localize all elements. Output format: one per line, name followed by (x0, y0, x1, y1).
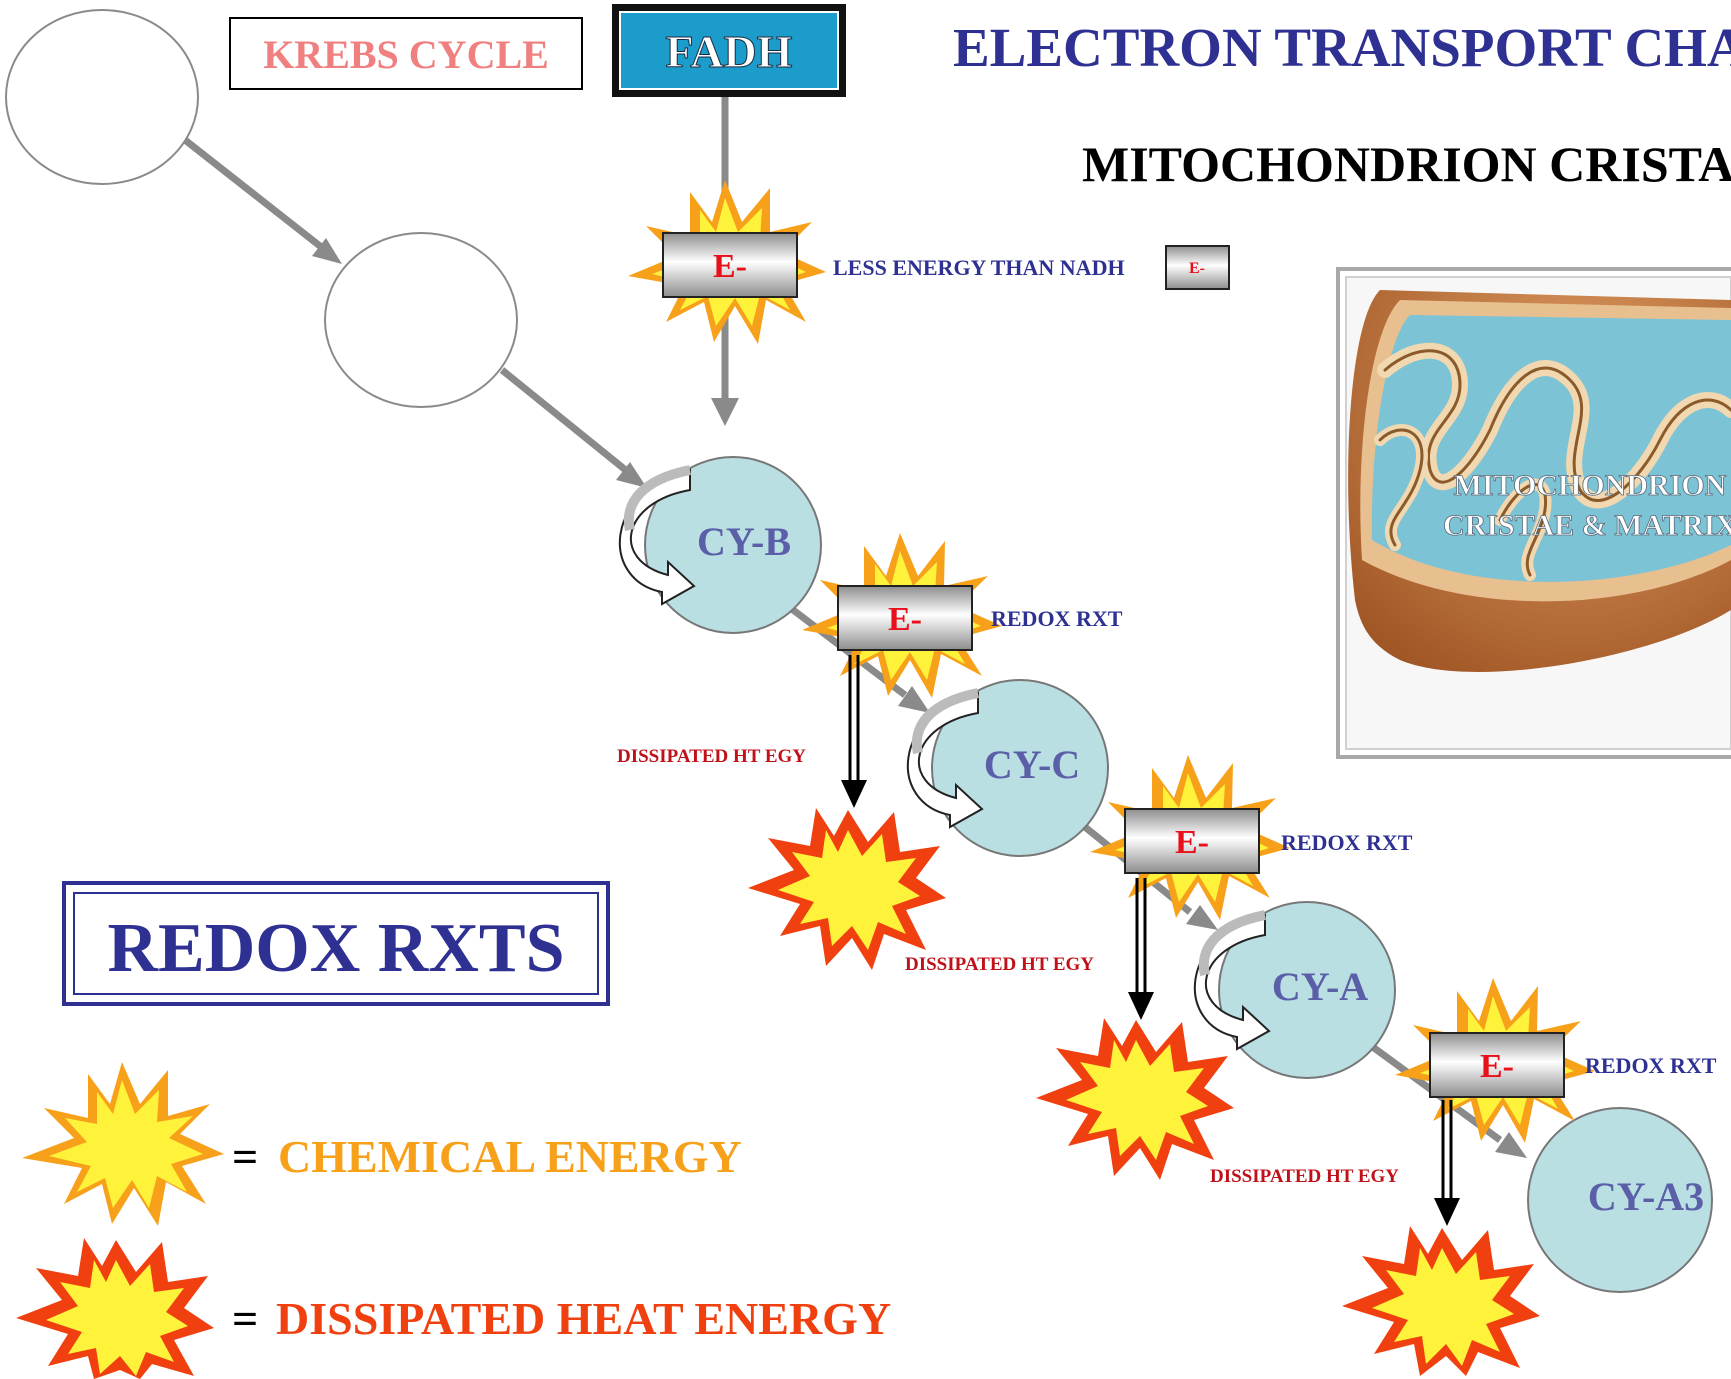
dissipated-heat-label: DISSIPATED HT EGY (617, 746, 806, 767)
krebs-cycle-label: KREBS CYCLE (263, 32, 549, 77)
cytochrome-b-label: CY-B (697, 519, 791, 564)
legend-heat-burst-icon (16, 1238, 214, 1379)
electron-box-small: E- (1166, 246, 1229, 289)
dissipated-heat-label: DISSIPATED HT EGY (905, 954, 1094, 975)
fadh-label: FADH (666, 26, 793, 77)
legend-chemical-label: CHEMICAL ENERGY (278, 1131, 742, 1182)
heat-energy-burst-icon (748, 808, 946, 970)
mitochondrion-image: MITOCHONDRION CRISTAE & MATRIX (1338, 269, 1731, 757)
electron-label: E- (1175, 824, 1209, 861)
page-title: ELECTRON TRANSPORT CHAIN (953, 17, 1731, 78)
electron-box: E- (1430, 1033, 1564, 1097)
cytochrome-a-label: CY-A (1272, 964, 1368, 1009)
mitochondrion-caption-line1: MITOCHONDRION (1454, 469, 1727, 502)
electron-box: E- (838, 586, 972, 650)
electron-box: E- (663, 233, 797, 297)
less-energy-note: LESS ENERGY THAN NADH (833, 255, 1125, 280)
cytochrome-c-label: CY-C (984, 742, 1080, 787)
cytochrome-a3-label: CY-A3 (1588, 1174, 1704, 1219)
legend-heat-label: DISSIPATED HEAT ENERGY (276, 1293, 891, 1344)
redox-reaction-label: REDOX RXT (991, 606, 1123, 631)
legend-equals: = (232, 1293, 258, 1344)
electron-label: E- (1189, 260, 1205, 277)
electron-label: E- (1480, 1048, 1514, 1085)
electron-label: E- (713, 248, 747, 285)
empty-circle (325, 233, 517, 407)
electron-label: E- (888, 601, 922, 638)
legend-chemical-burst-icon (22, 1062, 224, 1226)
empty-circle (6, 10, 198, 184)
legend-equals: = (232, 1131, 258, 1182)
mitochondrion-caption-line2: CRISTAE & MATRIX (1443, 509, 1731, 542)
redox-reaction-label: REDOX RXT (1281, 830, 1413, 855)
redox-reaction-label: REDOX RXT (1585, 1053, 1717, 1078)
dissipated-heat-label: DISSIPATED HT EGY (1210, 1166, 1399, 1187)
heat-energy-burst-icon (1342, 1226, 1540, 1376)
electron-box: E- (1125, 809, 1259, 873)
redox-title: REDOX RXTS (107, 910, 564, 987)
page-subtitle: MITOCHONDRION CRISTAE (1082, 136, 1731, 192)
heat-energy-burst-icon (1036, 1018, 1234, 1180)
